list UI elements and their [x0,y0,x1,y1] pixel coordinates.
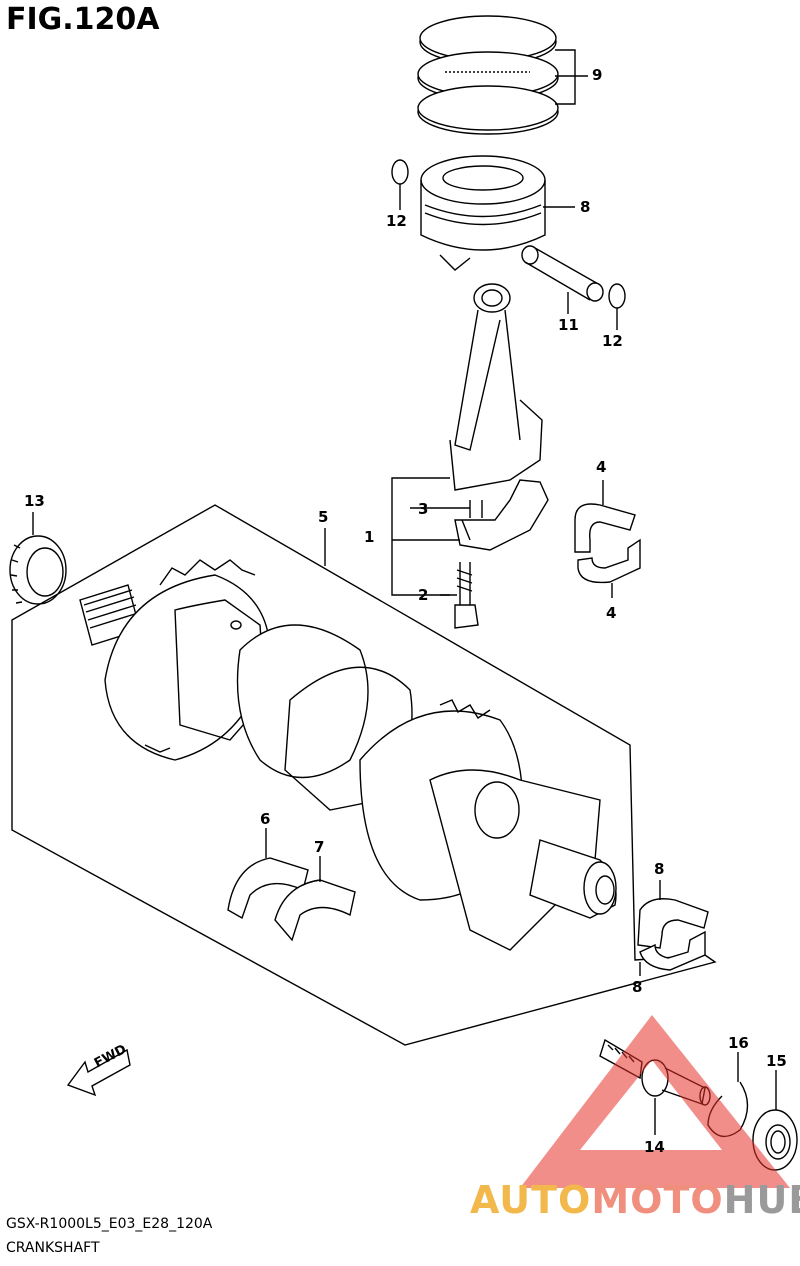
figure-title: FIG.120A [6,2,160,37]
crankshaft [79,559,617,951]
callout-4-bottom: 4 [606,604,617,622]
watermark-hub: HUB [723,1178,800,1222]
callout-9: 8 [580,198,591,216]
callout-5: 5 [318,508,329,526]
watermark-moto: MOTO [591,1178,724,1222]
model-code: GSX-R1000L5_E03_E28_120A [6,1216,213,1232]
callout-12-right: 12 [602,332,623,350]
callout-1: 1 [364,528,375,546]
callout-8-bottom: 8 [632,978,643,996]
section-name: CRANKSHAFT [6,1240,100,1256]
piston [420,155,546,271]
callout-16: 16 [728,1034,749,1052]
rod-bolt [454,562,479,629]
automotohub-watermark-text: AUTOMOTOHUB [470,1178,800,1222]
callout-12-left: 12 [386,212,407,230]
piston-pin [521,245,604,302]
circlip-left [391,159,409,185]
callout-10: 9 [592,66,603,84]
callout-2: 2 [418,586,429,604]
callout-4-top: 4 [596,458,607,476]
leader-10 [555,49,588,105]
thrust-bearings [227,857,356,942]
callout-11: 11 [558,316,579,334]
automotohub-watermark-triangle [520,1015,790,1188]
connecting-rod [449,283,549,551]
timing-gear [9,535,67,605]
piston-rings [417,15,559,135]
callout-13: 13 [24,492,45,510]
callout-3: 3 [418,500,429,518]
callout-8-top: 8 [654,860,665,878]
main-bearings [637,898,709,971]
circlip-right [608,283,626,309]
conrod-bearings [574,503,641,584]
callout-14: 14 [644,1138,665,1156]
callout-7: 7 [314,838,325,856]
oil-seal [752,1109,798,1171]
fwd-arrow [66,1048,131,1097]
callout-6: 6 [260,810,271,828]
callout-15: 15 [766,1052,787,1070]
watermark-auto: AUTO [470,1178,592,1222]
assembly-bracket [391,477,470,596]
